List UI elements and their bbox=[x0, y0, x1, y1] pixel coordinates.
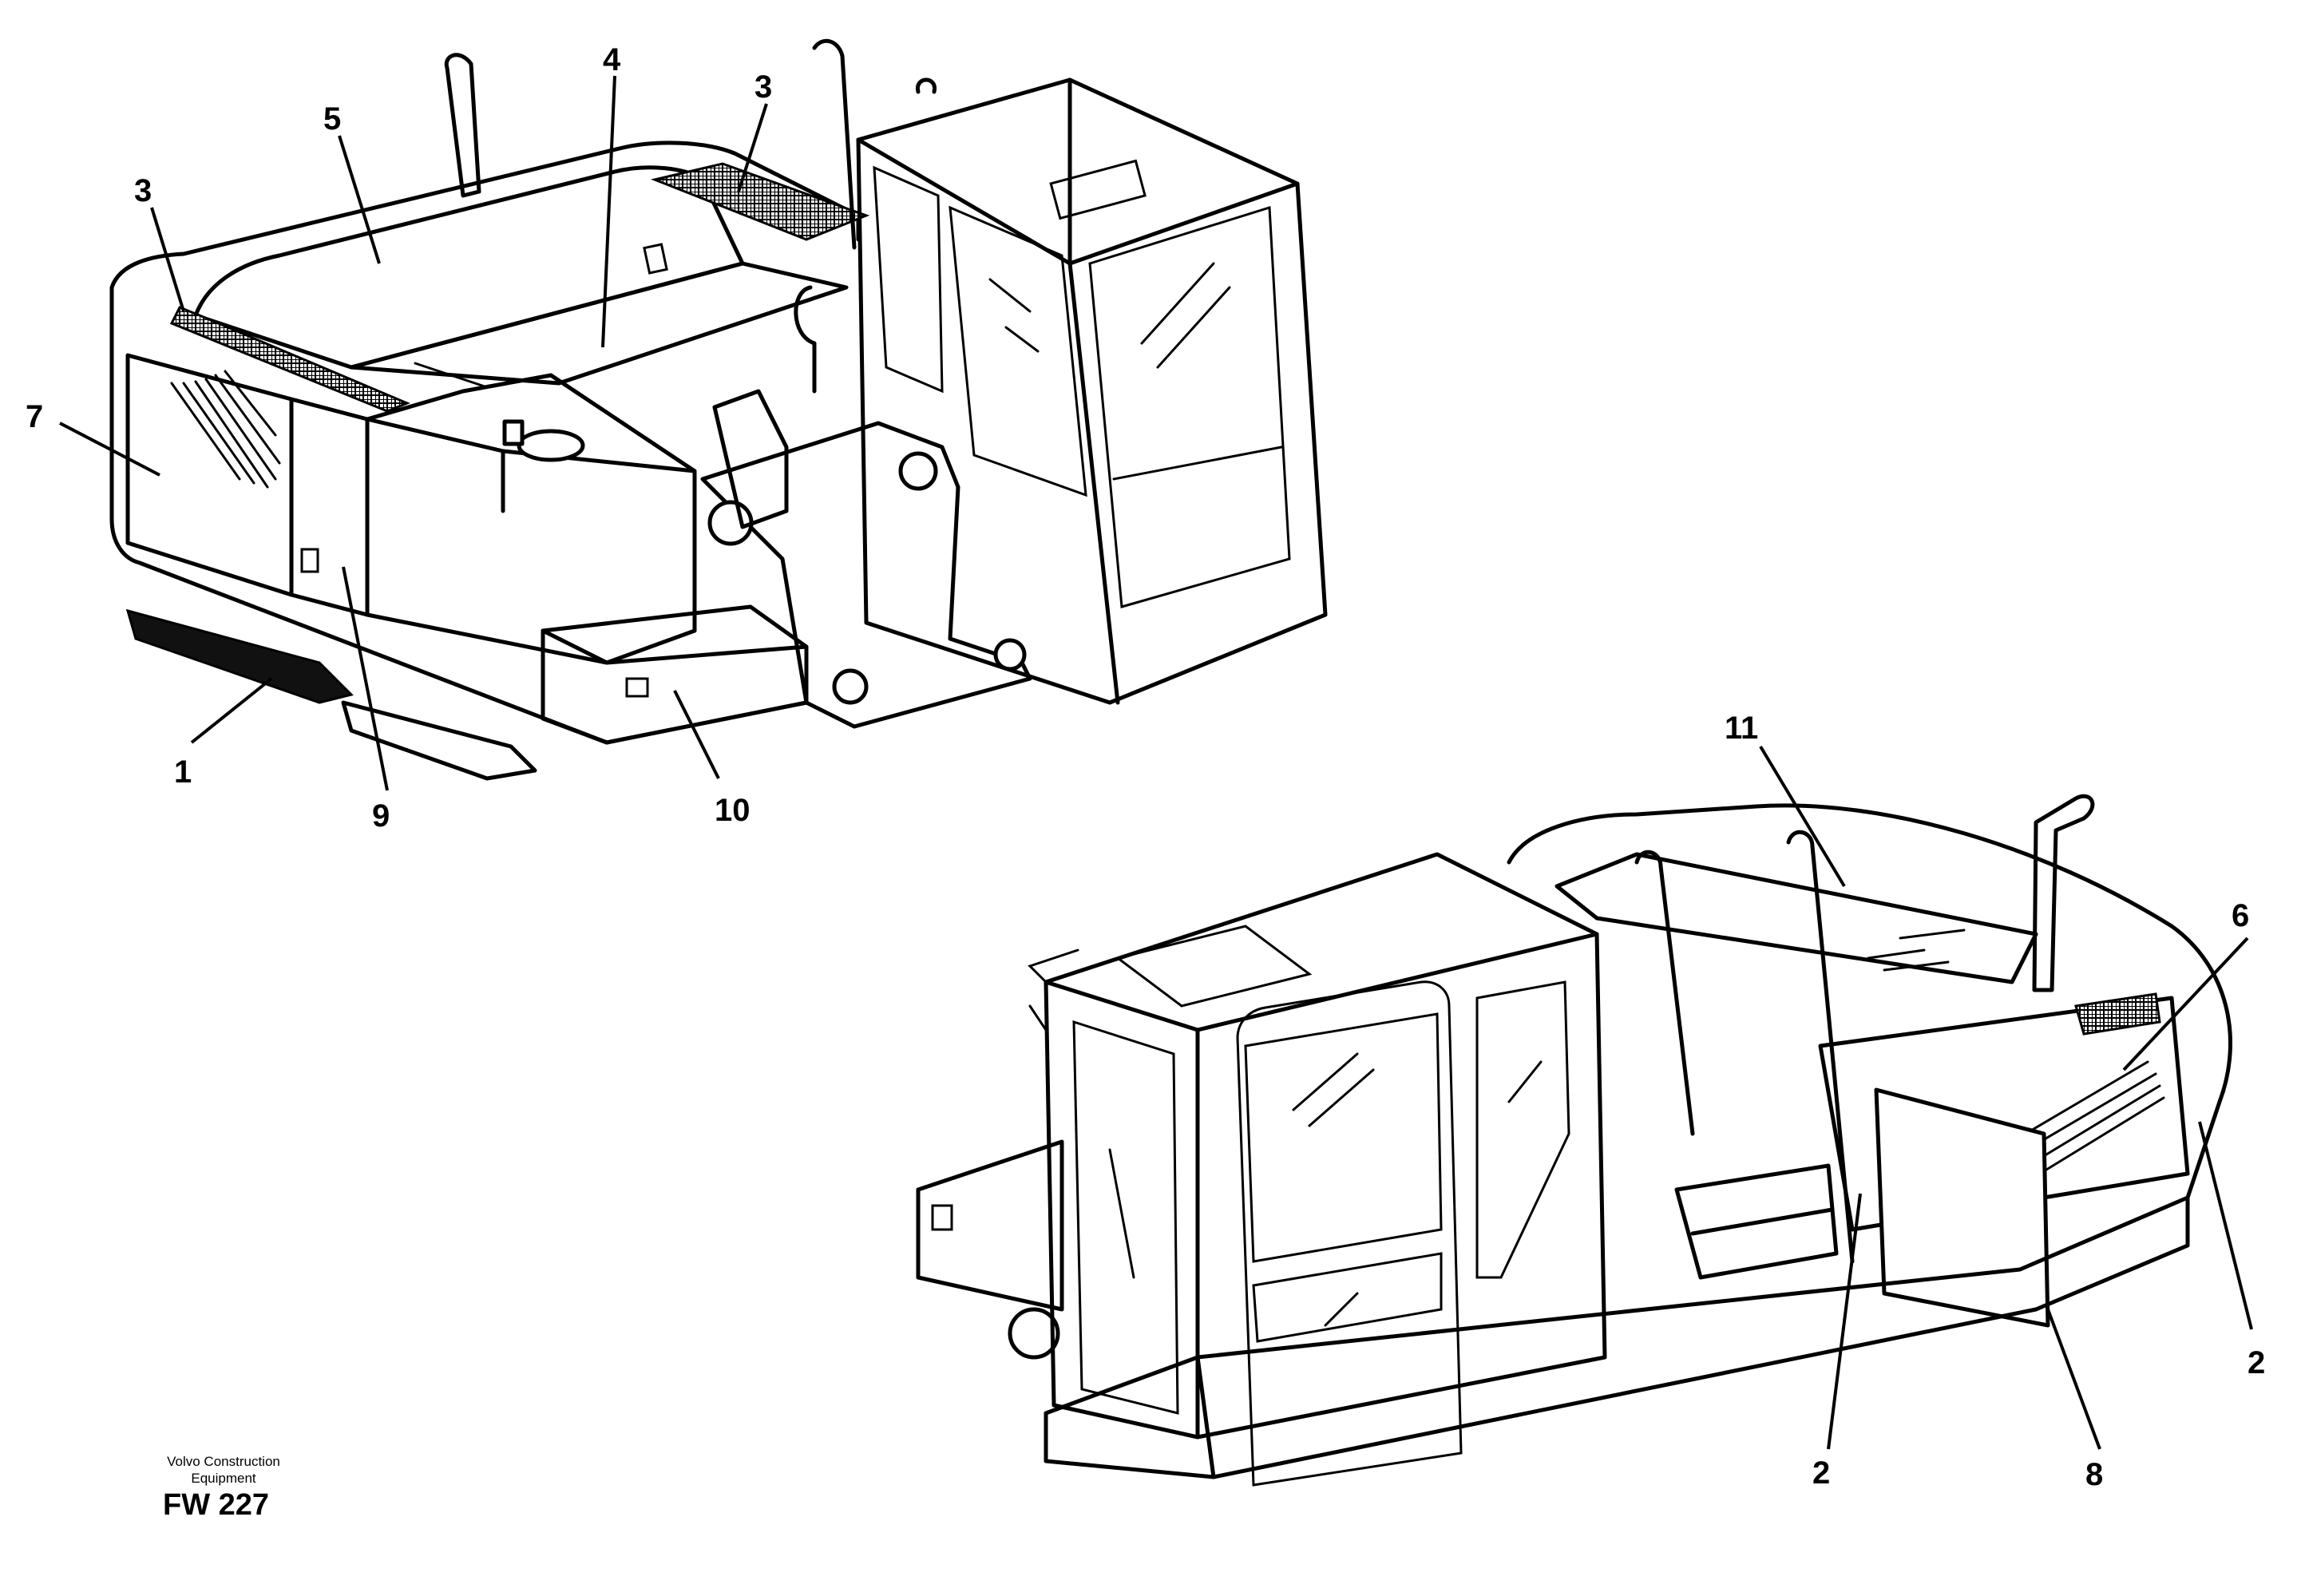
rear-panel bbox=[125, 353, 294, 597]
callout-4: 4 bbox=[603, 42, 621, 77]
callout-1: 1 bbox=[174, 754, 192, 790]
leader-11 bbox=[1759, 745, 1846, 888]
front-box bbox=[916, 1139, 1064, 1312]
rear-panel-louvres bbox=[170, 370, 281, 489]
leader-lines bbox=[59, 75, 2253, 1450]
tank-cap bbox=[517, 429, 585, 462]
leader-10 bbox=[673, 690, 720, 779]
callout-2a: 2 bbox=[1812, 1455, 1830, 1491]
cab-lift-eye bbox=[916, 77, 937, 94]
callout-9: 9 bbox=[372, 798, 390, 834]
leader-7 bbox=[59, 422, 160, 477]
cab-front-window-2 bbox=[1072, 1020, 1179, 1415]
leader-3b bbox=[737, 103, 768, 192]
machine-body-outline-2 bbox=[1507, 803, 2232, 1200]
machine-body-outline bbox=[109, 141, 861, 745]
handrail-3 bbox=[1786, 830, 1855, 1264]
leader-5 bbox=[338, 135, 381, 264]
leader-2b bbox=[2198, 1121, 2253, 1330]
rear-left-view bbox=[109, 38, 1328, 781]
cab-2 bbox=[1044, 852, 1607, 1440]
swivel-joint bbox=[712, 389, 789, 529]
cab-lower-window-2 bbox=[1252, 1252, 1443, 1343]
base-frame bbox=[1044, 1195, 2190, 1479]
exhaust-pipe-2 bbox=[2032, 794, 2095, 992]
cab-front-window bbox=[1088, 205, 1291, 608]
battery-box bbox=[541, 604, 809, 745]
hydraulic-tank bbox=[365, 373, 697, 665]
leader-1 bbox=[190, 677, 273, 744]
leader-4 bbox=[601, 75, 616, 348]
centre-cover bbox=[349, 261, 849, 386]
open-hatch bbox=[1874, 1087, 2050, 1328]
access-steps bbox=[1674, 1163, 1839, 1280]
front-right-view bbox=[916, 794, 2232, 1487]
figure-code: FW 227 bbox=[163, 1488, 270, 1522]
callout-7: 7 bbox=[26, 399, 43, 434]
leader-3a bbox=[150, 207, 185, 312]
cab-rear-window-2 bbox=[1475, 980, 1570, 1279]
callout-2b: 2 bbox=[2248, 1345, 2265, 1380]
callout-11: 11 bbox=[1725, 711, 1758, 746]
leader-6 bbox=[2122, 937, 2249, 1071]
callout-labels: 1 2 2 3 3 4 5 6 7 8 9 10 11 bbox=[26, 42, 2265, 1492]
callout-6: 6 bbox=[2232, 898, 2249, 933]
cab-door-2 bbox=[1236, 980, 1463, 1487]
leader-9 bbox=[342, 566, 389, 791]
callout-10: 10 bbox=[715, 793, 751, 828]
callout-5: 5 bbox=[323, 101, 341, 137]
publisher-credit: Volvo Construction Equipment FW 227 bbox=[128, 1453, 319, 1523]
callout-3b: 3 bbox=[754, 69, 772, 105]
engine-hood-2 bbox=[1554, 852, 2038, 984]
bottom-plate bbox=[125, 608, 354, 704]
rear-grille bbox=[169, 306, 410, 413]
leader-2a bbox=[1827, 1193, 1862, 1450]
exhaust-pipe bbox=[444, 53, 481, 198]
leader-8 bbox=[2046, 1309, 2101, 1450]
cab-side-window bbox=[873, 165, 944, 394]
cab-door-window-2 bbox=[1244, 1012, 1443, 1263]
right-grille bbox=[2074, 992, 2161, 1036]
credit-line-2: Equipment bbox=[191, 1471, 256, 1486]
callout-8: 8 bbox=[2085, 1457, 2103, 1492]
cab-door-window bbox=[949, 205, 1087, 497]
side-door-panel bbox=[289, 397, 370, 617]
bottom-guard bbox=[341, 700, 537, 781]
handrail bbox=[812, 38, 857, 250]
callout-3a: 3 bbox=[134, 173, 152, 208]
top-grille bbox=[650, 162, 870, 241]
credit-line-1: Volvo Construction bbox=[167, 1454, 280, 1469]
handrail-2 bbox=[1634, 849, 1695, 1136]
right-door-louvres bbox=[2010, 1060, 2165, 1175]
